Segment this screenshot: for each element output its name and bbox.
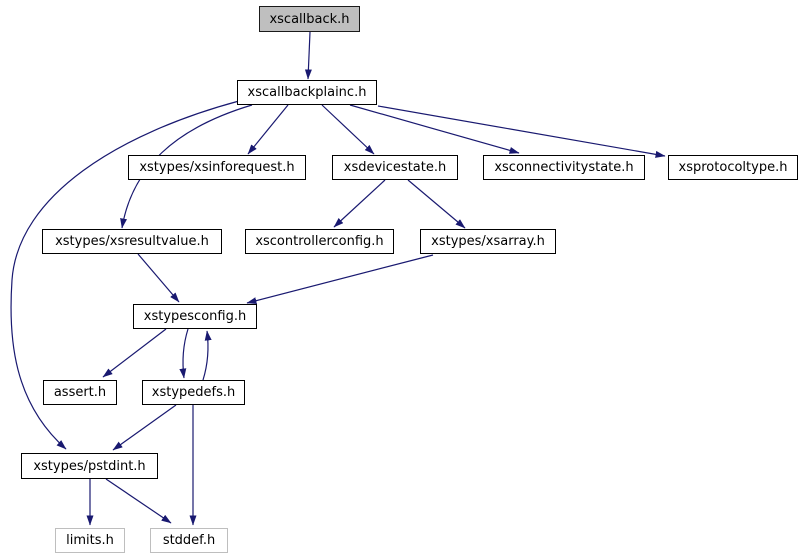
edge-xsdevicestate-to-xscontrollerconfig <box>333 179 386 228</box>
edge-xstypesconfig-to-assert <box>102 328 167 378</box>
edge-xscallbackplainc-to-xsprotocoltype <box>377 105 666 158</box>
node-xstypes-xsresultvalue-h[interactable]: xstypes/xsresultvalue.h <box>42 229 222 254</box>
node-xstypesconfig-h[interactable]: xstypesconfig.h <box>133 304 257 329</box>
edge-xscallbackplainc-to-xsdevicestate <box>321 104 375 155</box>
node-xscallbackplainc-h[interactable]: xscallbackplainc.h <box>237 80 377 105</box>
edge-xscallbackplainc-to-pstdint <box>10 100 240 450</box>
node-xscallback-h: xscallback.h <box>259 6 360 32</box>
edge-xstypedefs-to-pstdint <box>112 404 177 451</box>
edge-xsarray-to-xstypesconfig <box>246 254 434 305</box>
node-xsconnectivitystate-h[interactable]: xsconnectivitystate.h <box>483 155 645 180</box>
node-stddef-h: stddef.h <box>150 528 228 553</box>
edge-xstypesconfig-to-xstypedefs <box>179 328 189 379</box>
node-limits-h: limits.h <box>55 528 125 553</box>
node-xstypes-xsarray-h[interactable]: xstypes/xsarray.h <box>420 229 556 254</box>
node-xstypedefs-h[interactable]: xstypedefs.h <box>142 380 245 405</box>
edge-xscallback-to-xscallbackplainc <box>304 31 312 80</box>
edge-pstdint-to-stddef <box>105 478 172 524</box>
edge-xstypedefs-to-xstypesconfig <box>202 330 212 381</box>
node-xsprotocoltype-h[interactable]: xsprotocoltype.h <box>668 155 798 180</box>
node-xsdevicestate-h[interactable]: xsdevicestate.h <box>332 155 458 180</box>
node-assert-h[interactable]: assert.h <box>43 380 117 405</box>
node-xstypes-pstdint-h[interactable]: xstypes/pstdint.h <box>21 453 158 479</box>
node-xscontrollerconfig-h[interactable]: xscontrollerconfig.h <box>245 229 394 254</box>
edge-xscallbackplainc-to-xsresultvalue <box>120 104 253 229</box>
node-xstypes-xsinforequest-h[interactable]: xstypes/xsinforequest.h <box>128 155 306 180</box>
edge-xsresultvalue-to-xstypesconfig <box>137 253 180 303</box>
edge-xsdevicestate-to-xsarray <box>407 179 466 229</box>
edge-xscallbackplainc-to-xsinforequest <box>247 104 289 155</box>
edge-xscallbackplainc-to-xsconnectivitystate <box>349 104 520 154</box>
